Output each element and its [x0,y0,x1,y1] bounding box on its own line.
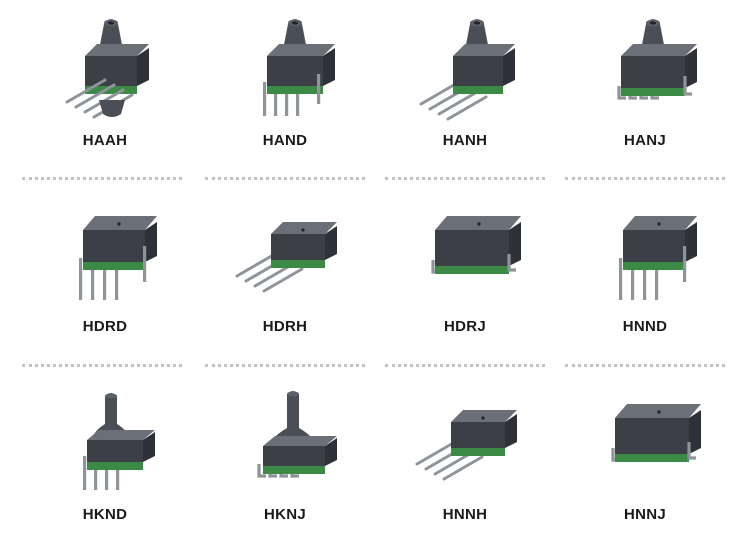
product-code: HDRJ [443,318,487,335]
product-hnnh: HNNH [375,384,555,554]
row-separator [22,177,182,180]
product-haah: HAAH [15,10,195,180]
product-code: HAAH [82,132,128,149]
product-hdrh: HDRH [195,196,375,366]
single-port-sip-sensor-icon [419,19,515,121]
single-port-smt-sensor-icon [617,19,697,100]
product-code: HDRH [262,318,308,335]
row-separator [565,177,725,180]
row-separator [385,364,545,367]
dip-sensor-icon [619,216,697,300]
product-code: HNNH [442,506,488,523]
row-separator [205,177,365,180]
row-separator [565,364,725,367]
product-hand: HAND [195,10,375,180]
sip-sensor-icon [235,222,337,293]
product-code: HNND [622,318,668,335]
product-hdrd: HDRD [15,196,195,366]
product-hanj: HANJ [555,10,735,180]
product-code: HKNJ [263,506,307,523]
product-hnnd: HNND [555,196,735,366]
row-separator [385,177,545,180]
product-code: HNNJ [623,506,667,523]
smt-sensor-icon [431,216,521,274]
product-code: HANJ [623,132,667,149]
product-code: HDRD [82,318,128,335]
product-hanh: HANH [375,10,555,180]
row-separator [205,364,365,367]
smt-sensor-icon [611,404,701,462]
product-hknd: HKND [15,384,195,554]
product-hdrj: HDRJ [375,196,555,366]
dip-sensor-icon [79,216,157,300]
tall-port-smt-sensor-icon [257,391,337,478]
dual-port-axial-sensor-icon [65,19,149,119]
row-separator [22,364,182,367]
single-port-dip-sensor-icon [263,19,335,116]
product-hnnj: HNNJ [555,384,735,554]
sip-sensor-icon [415,410,517,481]
product-code: HKND [82,506,128,523]
tall-port-dip-sensor-icon [83,393,155,490]
product-code: HAND [262,132,308,149]
product-hknj: HKNJ [195,384,375,554]
product-code: HANH [442,132,488,149]
